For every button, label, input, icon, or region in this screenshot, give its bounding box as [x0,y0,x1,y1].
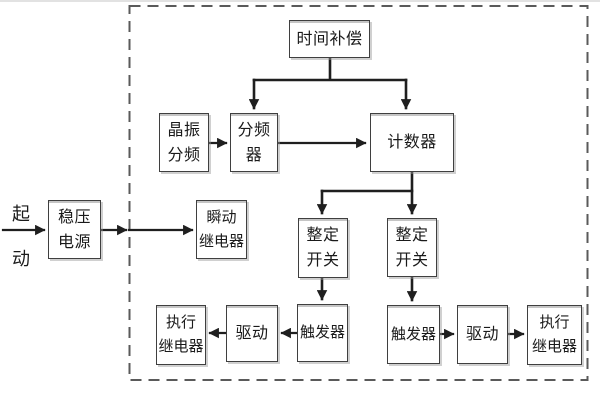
box-counter: 计数器 [370,113,454,172]
wire-counter-trunk [320,170,414,193]
box-crystal-divider: 晶振 分频 [159,113,209,172]
start-label-char2: 动 [12,249,30,269]
box-counter-label: 计数器 [387,134,437,151]
box-exec-relay-right-label: 执行 继电器 [531,314,577,355]
box-regulated-power-label: 稳压 电源 [57,208,91,251]
box-time-compensation-label: 时间补偿 [296,30,363,48]
box-exec-relay-right: 执行 继电器 [527,305,582,365]
box-instant-relay: 瞬动 继电器 [196,200,247,259]
box-drive-left-label: 驱动 [235,325,269,342]
box-frequency-divider: 分频器 [230,113,278,172]
box-frequency-divider-label: 分频器 [237,121,271,164]
box-setting-switch-right: 整定 开关 [387,218,437,277]
dashed-frame [128,5,589,381]
box-setting-switch-left-label: 整定 开关 [306,227,340,269]
start-label-char1: 起 [12,204,30,224]
box-regulated-power: 稳压 电源 [48,200,101,259]
box-time-compensation: 时间补偿 [289,20,370,58]
box-exec-relay-left-label: 执行 继电器 [158,314,204,355]
box-setting-switch-left: 整定 开关 [298,218,348,278]
box-drive-left: 驱动 [226,305,278,362]
box-setting-switch-right-label: 整定 开关 [395,226,429,269]
box-instant-relay-label: 瞬动 继电器 [198,208,244,250]
box-trigger-left: 触发器 [297,304,348,362]
box-trigger-right-label: 触发器 [390,325,436,343]
box-trigger-left-label: 触发器 [299,324,345,341]
box-drive-right-label: 驱动 [465,326,499,343]
box-exec-relay-left: 执行 继电器 [156,305,206,365]
box-drive-right: 驱动 [457,305,508,364]
box-crystal-divider-label: 晶振 分频 [167,121,201,164]
box-trigger-right: 触发器 [387,305,440,364]
wire-timecomp-trunk [252,56,408,82]
